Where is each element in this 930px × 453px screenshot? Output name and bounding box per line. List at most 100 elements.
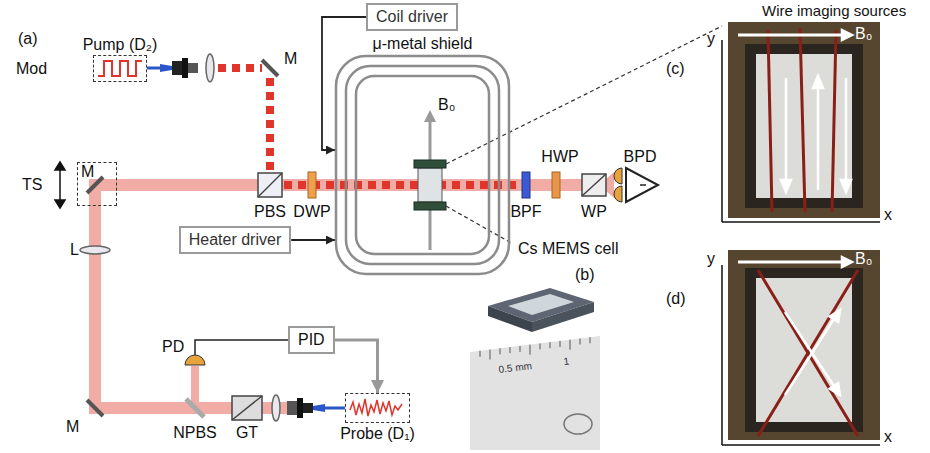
component-label: BPF — [510, 203, 541, 221]
wire-photo — [738, 257, 852, 395]
wire-photo — [785, 78, 788, 182]
beam-fan — [606, 172, 614, 198]
wire-photo — [722, 221, 880, 223]
pump-beam — [284, 181, 520, 189]
balanced-photodetector — [614, 168, 622, 184]
probe-beam — [89, 185, 101, 414]
translation-arrow — [59, 168, 61, 202]
glan-taylor-polarizer — [232, 396, 262, 420]
component-label: GT — [236, 424, 258, 442]
component-label: L — [70, 241, 79, 259]
shield-layer — [336, 56, 509, 274]
node-text: μ-metal shield — [373, 35, 473, 53]
node-text: Pump (D₂) — [83, 36, 158, 54]
mems-cell — [414, 160, 446, 210]
component-label: PBS — [254, 203, 286, 221]
cell-photo — [540, 343, 541, 349]
controller-box: PID — [288, 326, 335, 354]
wollaston-prism — [582, 174, 606, 196]
balanced-photodetector — [614, 168, 658, 202]
balanced-photodetector — [640, 184, 646, 186]
translation-arrow — [55, 162, 65, 170]
polarizing-beam-splitter — [258, 173, 282, 197]
node-text: Probe (D₁) — [340, 425, 415, 443]
wire-photo — [738, 30, 852, 192]
cell-photo — [500, 348, 501, 354]
wire-photo — [841, 180, 851, 192]
field-label: B₀ — [855, 25, 872, 43]
probe-collimator — [272, 395, 280, 421]
cell-photo — [560, 341, 561, 347]
mems-cell — [414, 202, 446, 210]
pump-collimator — [182, 58, 188, 78]
dichroic-waveplate — [308, 172, 316, 198]
component-label: M — [284, 50, 297, 68]
beam-splitter-plate — [186, 399, 204, 417]
node-text: M — [81, 163, 94, 181]
node-text: Heater driver — [189, 231, 281, 249]
wire-photo — [738, 261, 843, 264]
modulation-wave — [98, 61, 142, 76]
pump-beam — [218, 68, 520, 185]
wire-photo — [842, 30, 852, 40]
wire-photo — [768, 30, 772, 212]
pump-collimator — [147, 67, 160, 70]
wire-photo — [830, 310, 840, 322]
wire-photo — [728, 250, 880, 440]
stage-label: TS — [22, 176, 42, 194]
leader-line — [446, 26, 722, 164]
cell-photo — [480, 351, 481, 357]
connector-arrow — [335, 340, 378, 393]
component-label: M — [66, 418, 79, 436]
mems-cell — [414, 160, 446, 168]
balanced-photodetector — [626, 168, 658, 202]
node-text: PID — [298, 331, 325, 349]
field-label: B₀ — [438, 96, 455, 114]
panel-label: (c) — [666, 60, 685, 78]
wollaston-prism — [582, 174, 606, 196]
wire-photo — [728, 22, 880, 218]
translation-arrow — [55, 162, 65, 208]
pump-collimator — [147, 54, 214, 82]
wire-photo — [722, 444, 880, 446]
probe-collimator — [325, 407, 345, 410]
cell-photo — [480, 337, 590, 359]
wire-photo — [758, 270, 858, 436]
pump-collimator — [172, 61, 182, 75]
cell-photo — [550, 342, 551, 348]
connector-arrow — [291, 239, 335, 241]
wire-photo — [721, 265, 723, 445]
wire-photo — [817, 86, 820, 190]
mirror — [87, 400, 103, 416]
wire-photo — [722, 265, 880, 445]
probe-collimator — [313, 404, 325, 412]
panel-label: (b) — [575, 266, 595, 284]
wire-photo — [785, 319, 834, 395]
axis-label: y — [707, 250, 715, 268]
polarizing-beam-splitter — [258, 173, 282, 197]
wire-photo — [830, 383, 840, 395]
node-text: Coil driver — [376, 8, 448, 26]
translation-stage-box: M — [77, 162, 117, 206]
leader-line — [446, 206, 513, 244]
signal-wire — [195, 340, 288, 355]
probe-collimator — [297, 398, 303, 418]
component-label: NPBS — [173, 424, 217, 442]
signal-label: Mod — [16, 60, 47, 78]
translation-arrow — [55, 200, 65, 208]
axis-label: x — [884, 206, 892, 224]
pump-collimator — [160, 64, 172, 72]
pump-collimator — [188, 63, 198, 73]
cell-photo — [564, 414, 592, 434]
component-label: PD — [162, 338, 184, 356]
glan-taylor-polarizer — [232, 396, 262, 420]
wire-photo — [768, 28, 836, 212]
mirror — [262, 60, 278, 76]
balanced-photodetector — [614, 186, 622, 202]
cell-photo — [510, 347, 511, 353]
driver-box: Heater driver — [179, 226, 291, 254]
lens — [80, 246, 110, 254]
magnetic-shield: μ-metal shield — [335, 55, 510, 275]
wire-photo — [722, 250, 880, 445]
